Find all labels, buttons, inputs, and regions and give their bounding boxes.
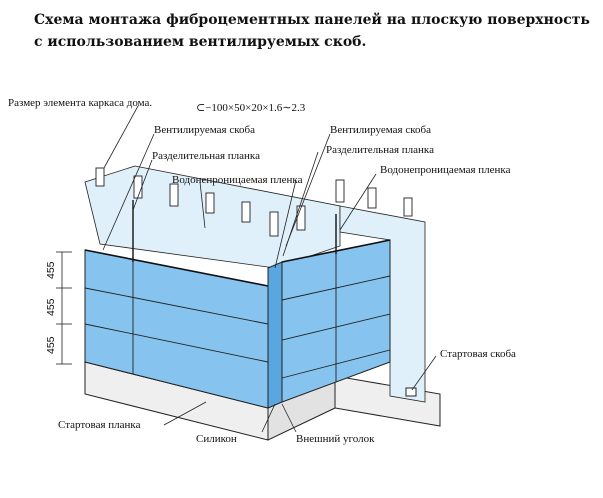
diagram-title-line-2: с использованием вентилируемых скоб.: [34, 34, 367, 50]
label-start-bracket: Стартовая скоба: [440, 348, 516, 360]
dimension-455-middle: 455: [45, 298, 57, 316]
label-start-strip: Стартовая планка: [58, 419, 141, 431]
label-membrane-left: Водонепроницаемая пленка: [172, 174, 303, 186]
frame-profiles: [95, 167, 413, 237]
diagram-title-line-1: Схема монтажа фиброцементных панелей на …: [34, 12, 590, 28]
dimension-455-bottom: 455: [45, 336, 57, 354]
label-membrane-right: Водонепроницаемая пленка: [380, 164, 511, 176]
label-vent-bracket-right: Вентилируемая скоба: [330, 124, 431, 136]
outer-corner: [267, 261, 283, 409]
waterproof-membrane-right: [339, 205, 426, 403]
label-separator-right: Разделительная планка: [326, 144, 434, 156]
dimension-455-top: 455: [45, 261, 57, 279]
waterproof-membrane-left: [84, 165, 341, 269]
fiber-cement-panels-left: [84, 249, 269, 409]
start-bracket: [405, 387, 417, 397]
label-frame-size: Размер элемента каркаса дома.: [8, 97, 152, 109]
height-dimensions: 455 455 455: [45, 251, 72, 365]
label-silicone: Силикон: [196, 433, 237, 445]
fiber-cement-panels-right: [281, 239, 391, 403]
label-separator-left: Разделительная планка: [152, 150, 260, 162]
label-profile-spec: ⊂−100×50×20×1.6∼2.3: [196, 102, 306, 114]
leader-lines: [102, 105, 437, 433]
label-outer-corner: Внешний уголок: [296, 433, 375, 445]
separator-strips: [132, 200, 337, 262]
label-vent-bracket-left: Вентилируемая скоба: [154, 124, 255, 136]
